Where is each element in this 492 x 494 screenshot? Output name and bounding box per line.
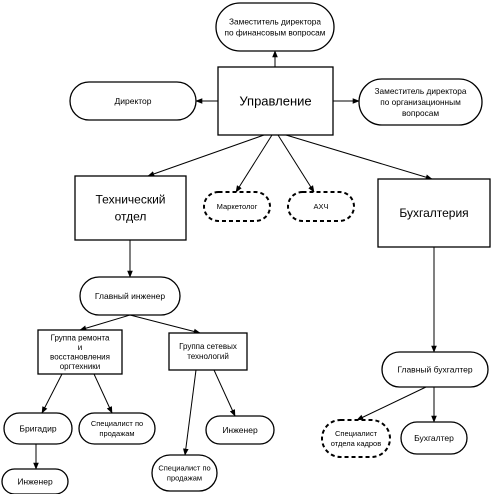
node-label-line: Инженер [17, 477, 53, 487]
node-shape [78, 412, 156, 445]
node-akh: АХЧ [287, 191, 355, 222]
node-accounting: Бухгалтерия [377, 178, 491, 248]
node-chief-accountant: Главный бухгалтер [381, 351, 489, 388]
node-label-line: Директор [114, 96, 151, 106]
node-label-line: отдел [115, 210, 147, 224]
node-label-line: Технический [96, 193, 166, 207]
node-shape [400, 421, 468, 455]
node-label-line: Специалист по [91, 419, 143, 428]
node-shape [151, 454, 218, 492]
connectors [33, 50, 437, 470]
node-chief-engineer: Главный инженер [79, 276, 181, 316]
node-label-line: Бухгалтер [414, 433, 454, 443]
node-label-line: восстановления [50, 352, 110, 361]
edge-network-sales-2 [183, 369, 197, 456]
node-shape [3, 412, 73, 445]
node-shape [79, 276, 181, 316]
node-label-line: вопросам [402, 108, 439, 118]
edge-repair-sales-1 [93, 373, 113, 414]
node-label-line: Специалист по [158, 464, 210, 473]
node-label-line: Специалист [335, 429, 378, 438]
edge-chief-accountant-hr [356, 386, 427, 421]
node-label-line: Маркетолог [217, 202, 258, 211]
node-tech-dept: Технический отдел [74, 175, 187, 241]
node-shape [377, 178, 491, 248]
node-shape [37, 329, 123, 375]
node-label-line: отдела кадров [331, 439, 381, 448]
node-label-line: Управление [239, 94, 311, 109]
edge-management-akh [277, 134, 315, 193]
node-management: Управление [217, 66, 334, 136]
node-shape [203, 191, 271, 222]
edge-chief-engineer-network [129, 314, 201, 335]
node-marketer: Маркетолог [203, 191, 271, 222]
node-director: Директор [69, 81, 197, 121]
node-label-line: Главный бухгалтер [397, 365, 473, 375]
node-shape [1, 468, 69, 494]
node-label-line: Главный инженер [95, 291, 166, 301]
node-shape [321, 419, 391, 458]
edge-management-marketer [235, 134, 273, 193]
node-label-line: продажам [167, 474, 202, 483]
node-label-line: Бригадир [19, 424, 56, 434]
node-shape [205, 415, 275, 445]
edge-network-engineer [213, 369, 236, 417]
node-label-line: оргтехники [60, 362, 101, 371]
node-label-line: Группа сетевых [179, 342, 237, 351]
edge-chief-engineer-repair [79, 314, 131, 331]
node-foreman: Бригадир [3, 412, 73, 445]
node-label-line: Заместитель директора [229, 17, 321, 27]
node-label-line: Группа ремонта [51, 333, 110, 342]
node-label-line: Инженер [222, 425, 258, 435]
edge-management-tech-dept [147, 134, 265, 177]
node-shape [358, 78, 483, 126]
node-shape [74, 175, 187, 241]
node-label-line: по организационным [380, 97, 461, 107]
node-accountant: Бухгалтер [400, 421, 468, 455]
node-shape [381, 351, 489, 388]
node-label-line: технологий [187, 352, 229, 361]
node-label-line: Бухгалтерия [399, 206, 468, 220]
edge-repair-foreman [41, 373, 63, 414]
node-shape [69, 81, 197, 121]
node-shape [215, 2, 335, 52]
node-shape [168, 332, 248, 371]
node-label-line: АХЧ [313, 202, 328, 211]
node-label-line: и [78, 343, 82, 352]
node-label-line: Заместитель директора [374, 86, 466, 96]
node-engineer-1: Инженер [1, 468, 69, 494]
node-shape [217, 66, 334, 136]
node-label-line: по финансовым вопросам [224, 28, 325, 38]
node-shape [287, 191, 355, 222]
node-label-line: продажам [99, 429, 134, 438]
edge-management-accounting [285, 134, 433, 180]
node-engineer-2: Инженер [205, 415, 275, 445]
